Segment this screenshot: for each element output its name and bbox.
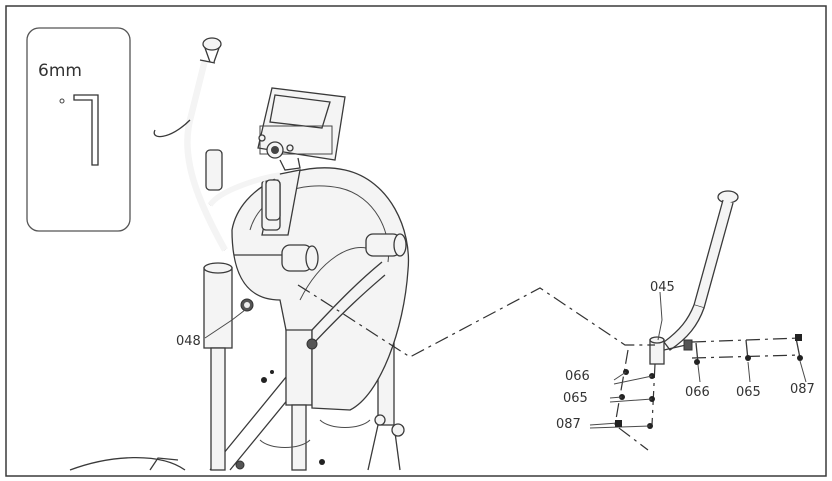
part-label-087-right: 087 <box>790 382 815 397</box>
console <box>257 87 346 171</box>
part-label-045: 045 <box>650 280 675 295</box>
leader-048 <box>204 309 246 339</box>
part-label-048: 048 <box>176 334 201 349</box>
part-label-066-right: 066 <box>685 385 710 400</box>
diagram-frame <box>5 5 827 477</box>
connector-dash-line <box>297 284 655 358</box>
elliptical-frame-drawing <box>69 37 410 471</box>
allen-key-icon <box>59 94 99 166</box>
leader-045 <box>657 291 663 341</box>
handle-arm-part <box>649 190 739 365</box>
part-label-065-right: 065 <box>736 385 761 400</box>
part-label-065-left: 065 <box>563 391 588 406</box>
part-label-087-left: 087 <box>556 417 581 432</box>
tool-size-label: 6mm <box>38 61 82 81</box>
hardware-lines <box>589 334 803 451</box>
part-label-066-left: 066 <box>565 369 590 384</box>
tool-box: 6mm <box>26 27 131 232</box>
